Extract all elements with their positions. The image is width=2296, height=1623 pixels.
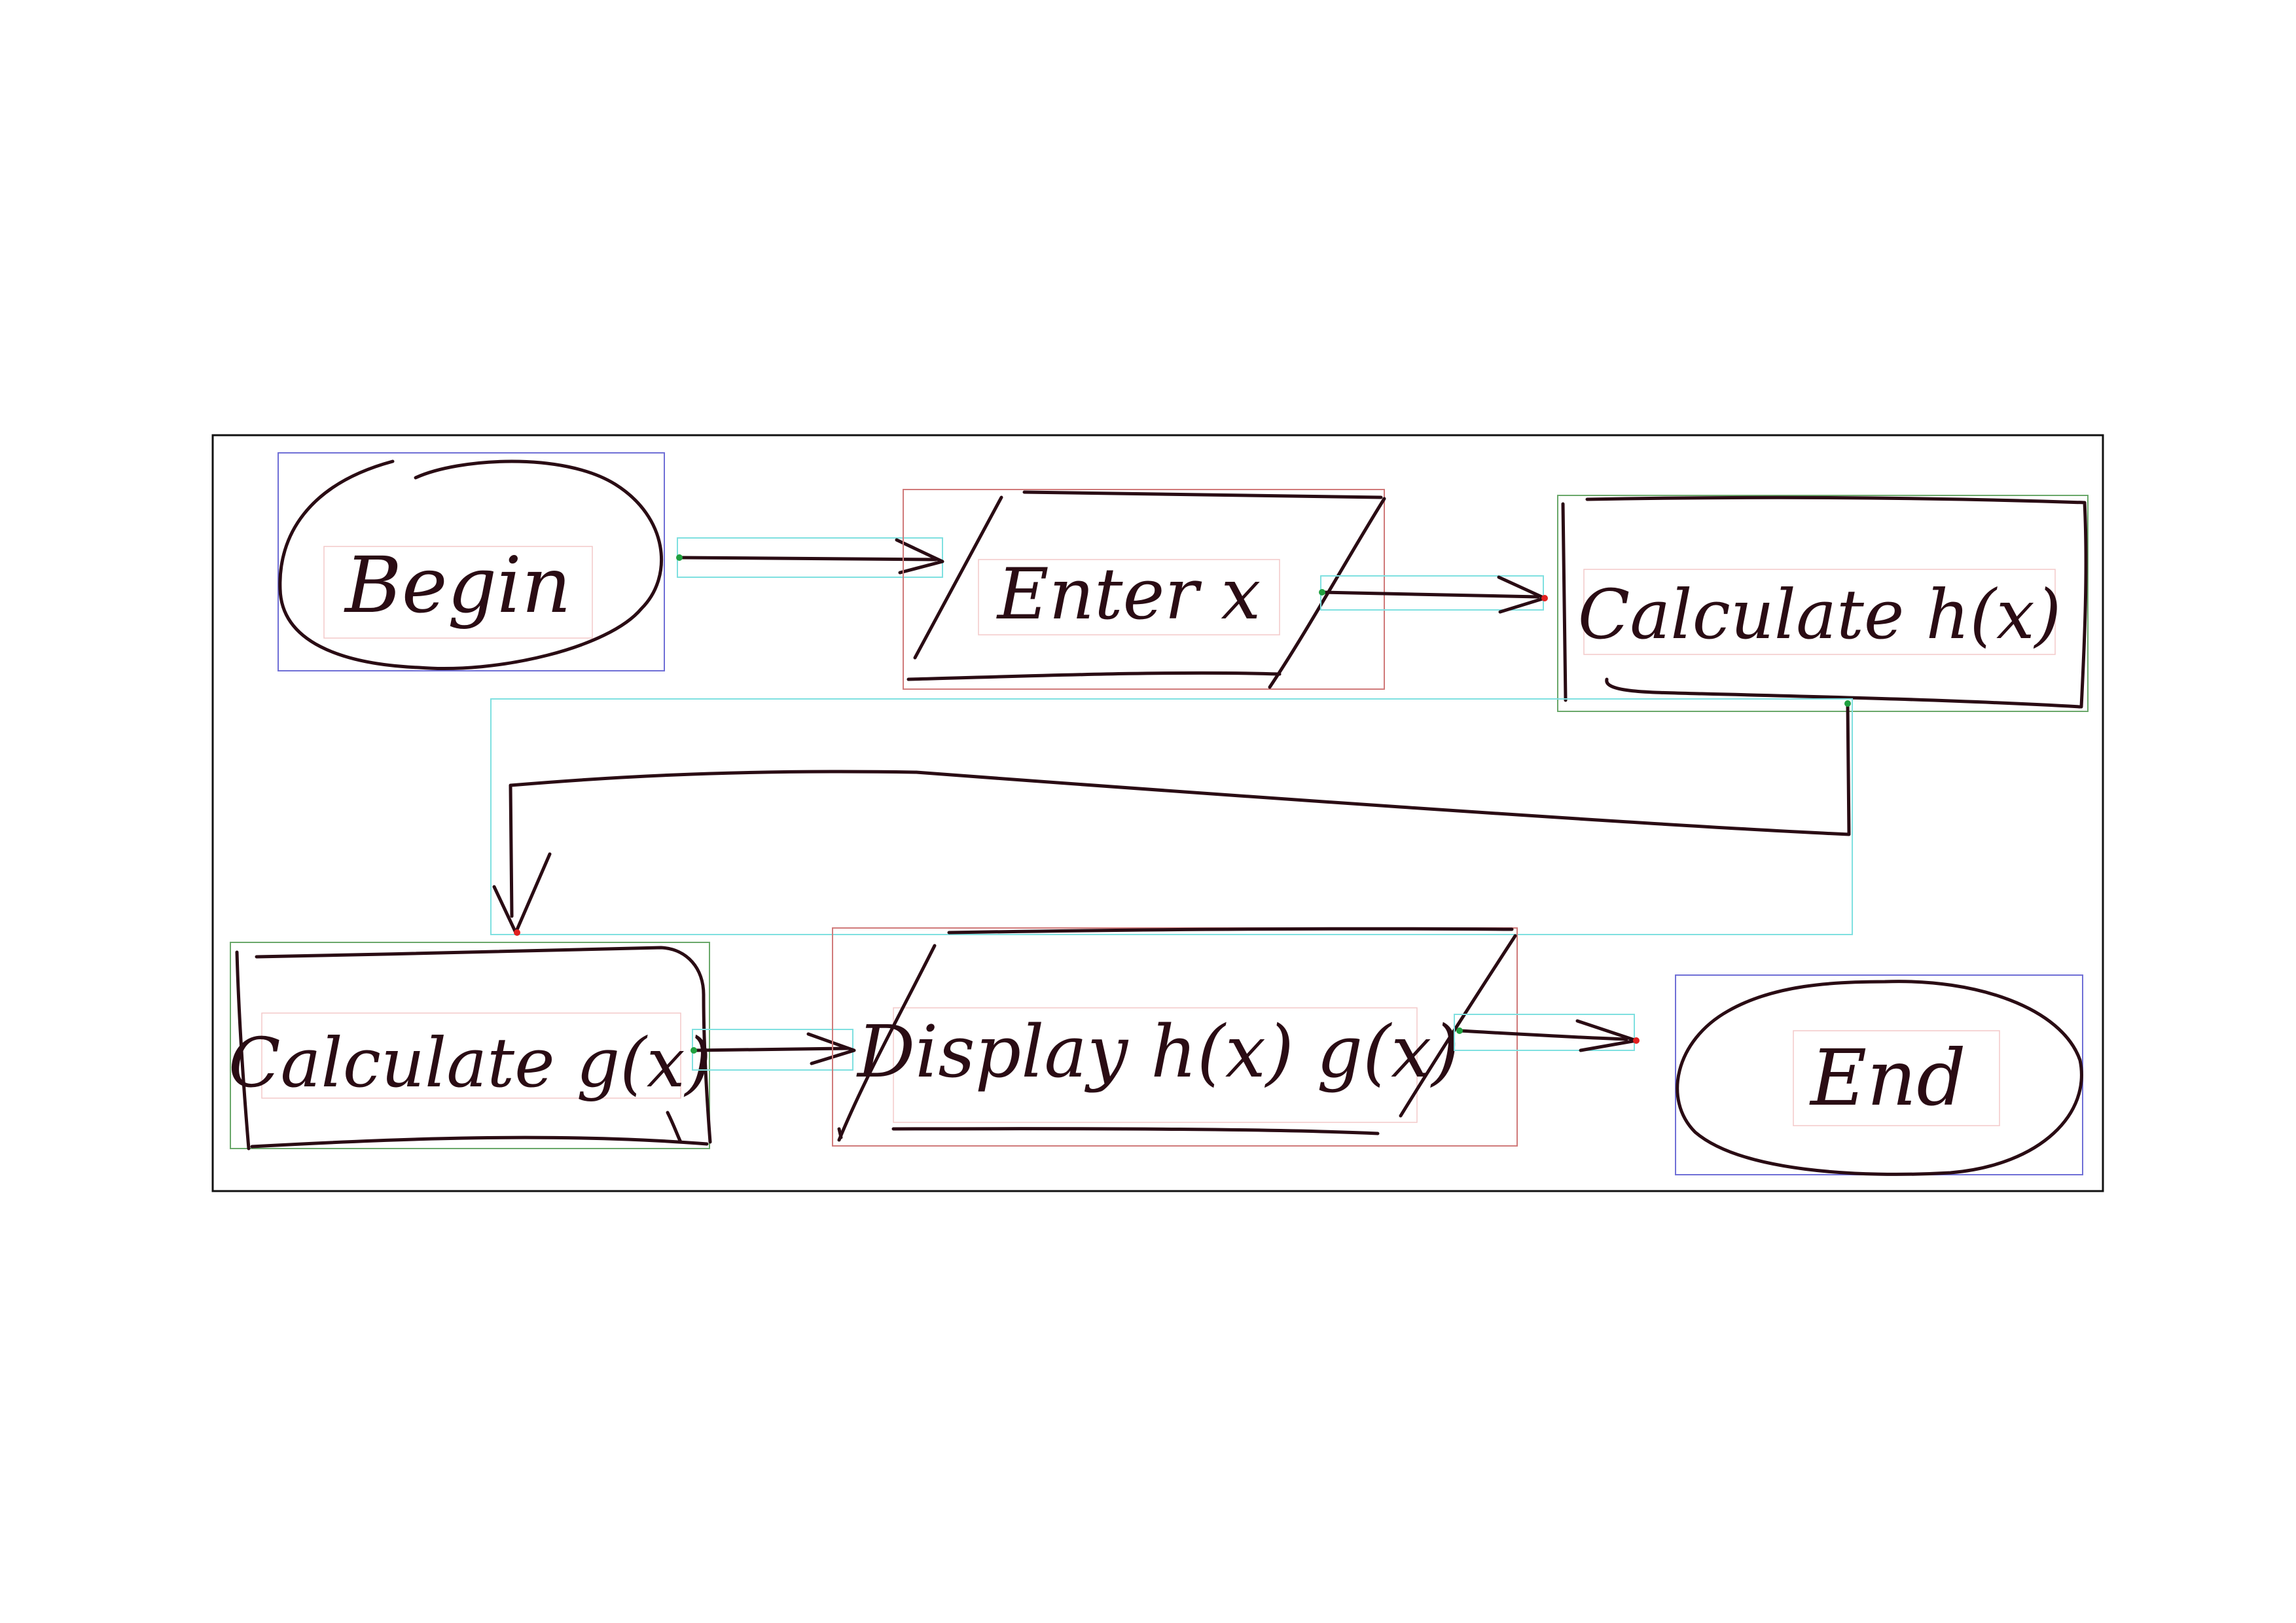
calculate-g-left — [235, 950, 251, 1150]
edge-calc-h-to-calc-g-bbox — [490, 698, 1853, 935]
node-calculate-g-text-bbox — [261, 1012, 681, 1099]
node-display-text-bbox — [893, 1007, 1418, 1123]
display-left-edge — [837, 944, 937, 1142]
node-calculate-h: Calculate h(x) — [1557, 495, 2089, 712]
end-ellipse — [1676, 980, 2083, 1176]
enter-x-bottom-edge — [906, 671, 1282, 681]
node-calculate-g-label: Calculate g(x) — [228, 1023, 711, 1103]
edge-display-to-end-arrowhead — [1575, 1019, 1638, 1052]
node-enter-x-text-bbox — [978, 559, 1280, 635]
edge-calc-h-to-calc-g-end — [514, 929, 520, 936]
edge-display-to-end — [1454, 1014, 1640, 1052]
node-calculate-h-label: Calculate h(x) — [1578, 575, 2062, 654]
edge-calc-g-to-display — [691, 1029, 856, 1071]
edge-calc-h-to-calc-g-arrowhead — [492, 852, 552, 935]
enter-x-left-edge — [913, 495, 1003, 660]
edge-calc-g-to-display-line — [692, 1046, 850, 1052]
display-bottom-edge — [891, 1127, 1380, 1135]
edge-enter-to-calc-h-start — [1319, 589, 1325, 596]
node-end-label: End — [1809, 1033, 1966, 1123]
edge-enter-to-calc-h — [1319, 575, 1548, 614]
edge-begin-to-enter-arrowhead — [895, 538, 944, 575]
begin-ellipse — [278, 459, 663, 671]
edge-enter-to-calc-h-line — [1320, 590, 1540, 599]
node-calculate-h-bbox — [1557, 495, 2089, 712]
edge-display-to-end-start — [1456, 1027, 1463, 1034]
node-begin-label: Begin — [344, 540, 571, 630]
node-end: End — [1675, 974, 2083, 1176]
edge-display-to-end-end — [1633, 1037, 1640, 1044]
enter-x-top-edge — [1022, 490, 1383, 499]
node-calculate-g-bbox — [230, 942, 710, 1149]
edge-calc-g-to-display-arrowhead — [806, 1032, 856, 1065]
edge-display-to-end-line — [1458, 1029, 1628, 1041]
edge-calc-h-to-calc-g — [490, 698, 1853, 936]
display-left-tick — [837, 1127, 843, 1139]
node-display: Display h(x) g(x) — [832, 927, 1518, 1147]
calculate-g-inner-stroke — [666, 1111, 683, 1144]
edge-calc-h-to-calc-g-line — [509, 702, 1851, 918]
calculate-g-bottom — [250, 1135, 709, 1149]
node-begin: Begin — [278, 452, 665, 671]
display-top-edge — [947, 927, 1514, 935]
node-enter-x: Enter x — [903, 489, 1386, 690]
diagram-frame — [211, 434, 2104, 1192]
edge-begin-to-enter — [676, 537, 944, 578]
node-begin-bbox — [278, 452, 665, 671]
node-end-text-bbox — [1793, 1030, 2000, 1126]
edge-calc-g-to-display-start — [691, 1047, 697, 1054]
edge-calc-h-to-calc-g-start — [1844, 700, 1851, 707]
node-display-label: Display h(x) g(x) — [856, 1010, 1460, 1094]
calculate-g-top-right — [255, 946, 712, 1144]
node-calculate-h-text-bbox — [1583, 569, 2056, 655]
calculate-h-bottom — [1605, 677, 2082, 709]
node-begin-text-bbox — [323, 546, 593, 639]
node-calculate-g: Calculate g(x) — [228, 942, 712, 1150]
node-enter-x-label: Enter x — [996, 554, 1261, 635]
edge-begin-to-enter-line — [677, 556, 938, 562]
node-enter-x-bbox — [903, 489, 1385, 690]
edge-begin-to-enter-start — [676, 554, 683, 561]
node-display-bbox — [832, 927, 1518, 1147]
edge-display-to-end-bbox — [1454, 1014, 1635, 1051]
calculate-h-left — [1561, 502, 1568, 702]
calculate-h-top-right — [1585, 495, 2088, 709]
edge-enter-to-calc-h-end — [1541, 595, 1548, 601]
display-right-edge — [1399, 934, 1517, 1118]
